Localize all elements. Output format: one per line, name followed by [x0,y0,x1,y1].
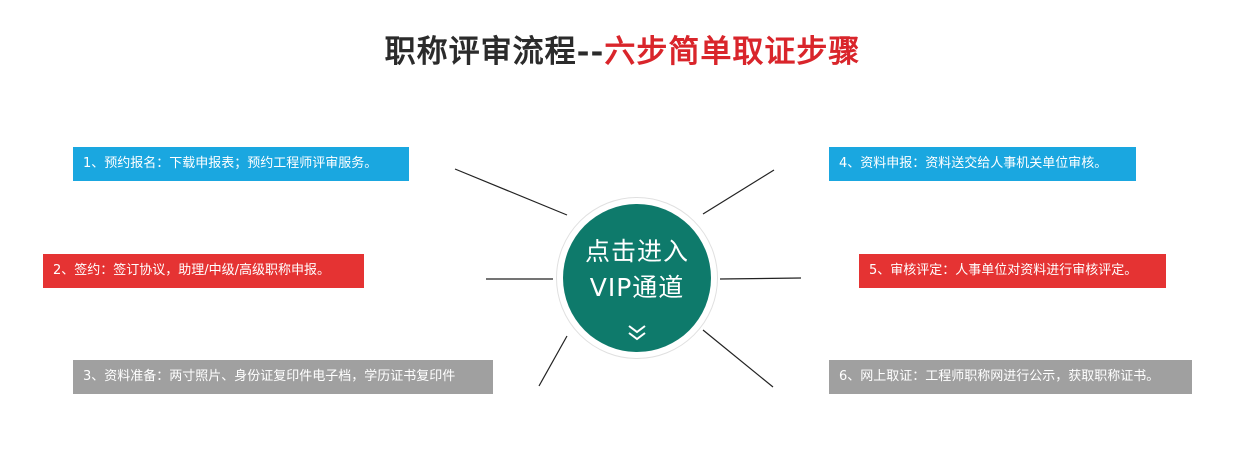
title-main: 职称评审流程-- [384,34,605,70]
double-chevron-down-icon [628,325,646,341]
step-4-box[interactable]: 4、资料申报：资料送交给人事机关单位审核。 [829,147,1136,181]
vip-line-2: VIP通道 [589,273,685,302]
vip-line-1: 点击进入 [584,237,689,266]
vip-channel-text: 点击进入 VIP通道 [563,234,711,306]
step-6-box[interactable]: 6、网上取证：工程师职称网进行公示，获取职称证书。 [829,360,1192,394]
connector-line [538,335,568,387]
step-5-label: 5、审核评定：人事单位对资料进行审核评定。 [869,263,1138,278]
step-2-box[interactable]: 2、签约：签订协议，助理/中级/高级职称申报。 [43,254,364,288]
step-4-label: 4、资料申报：资料送交给人事机关单位审核。 [839,156,1108,171]
connector-line [702,329,774,388]
step-5-box[interactable]: 5、审核评定：人事单位对资料进行审核评定。 [859,254,1166,288]
connector-line [702,169,775,215]
page-title: 职称评审流程--六步简单取证步骤 [0,26,1245,71]
title-highlight: 六步简单取证步骤 [604,34,861,70]
connector-line [454,168,568,216]
vip-channel-circle[interactable]: 点击进入 VIP通道 [563,204,711,352]
step-3-label: 3、资料准备：两寸照片、身份证复印件电子档，学历证书复印件 [83,369,456,384]
connector-line [719,277,802,280]
step-1-label: 1、预约报名：下载申报表；预约工程师评审服务。 [83,156,378,171]
step-2-label: 2、签约：签订协议，助理/中级/高级职称申报。 [53,263,331,278]
step-3-box[interactable]: 3、资料准备：两寸照片、身份证复印件电子档，学历证书复印件 [73,360,493,394]
vip-channel-button[interactable]: 点击进入 VIP通道 [556,197,718,359]
step-6-label: 6、网上取证：工程师职称网进行公示，获取职称证书。 [839,369,1160,384]
step-1-box[interactable]: 1、预约报名：下载申报表；预约工程师评审服务。 [73,147,409,181]
